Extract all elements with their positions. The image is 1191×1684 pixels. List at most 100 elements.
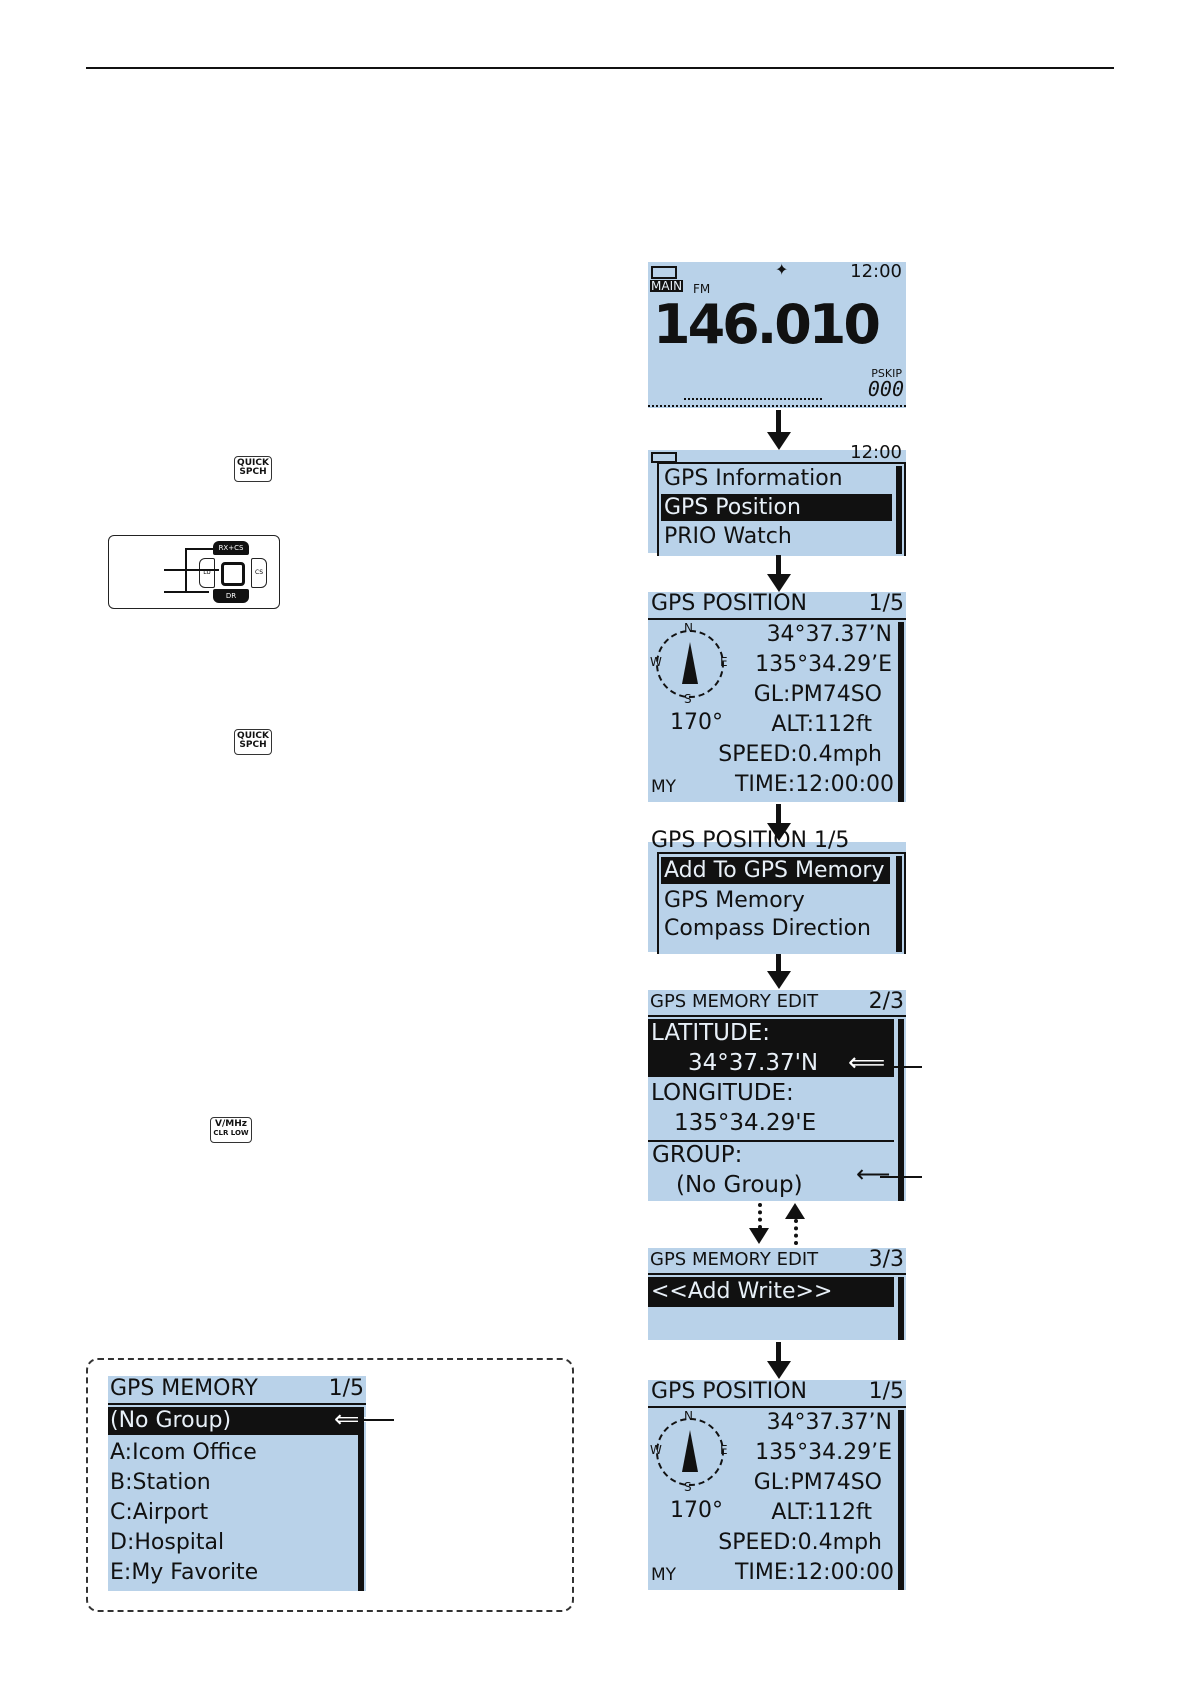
- page-indicator: 1/5: [868, 591, 904, 616]
- memory-item-selected[interactable]: (No Group): [108, 1407, 358, 1435]
- example-box: [86, 1358, 574, 1612]
- flow-arrow: [776, 804, 781, 824]
- menu-item[interactable]: Compass Direction: [664, 916, 872, 941]
- scrollbar[interactable]: [358, 1407, 364, 1591]
- title-rule: [648, 1406, 906, 1408]
- dotted-arrow-head-down: [749, 1228, 769, 1244]
- compass-n: N: [684, 1409, 693, 1423]
- lcd-quick-menu: 12:00 GPS Information GPS Position PRIO …: [648, 444, 906, 556]
- heading: 170°: [670, 1498, 723, 1523]
- flow-arrow-head: [767, 1361, 791, 1379]
- flow-arrow-head: [767, 574, 791, 592]
- lcd-memory-edit-2: GPS MEMORY EDIT 2/3 LATITUDE: 34°37.37'N…: [648, 990, 906, 1201]
- compass-icon: [656, 630, 724, 698]
- battery-icon: [651, 266, 677, 279]
- scrollbar[interactable]: [898, 1019, 904, 1201]
- scrollbar[interactable]: [898, 1277, 904, 1340]
- latitude-field-selected[interactable]: [648, 1019, 894, 1077]
- joystick-right-key: CS: [251, 558, 267, 588]
- screen-title-obscured: GPS POSITION 1/5: [651, 828, 850, 853]
- menu-item-selected[interactable]: GPS Position: [661, 494, 892, 521]
- leader-line: [164, 569, 219, 571]
- menu-item[interactable]: PRIO Watch: [664, 524, 792, 549]
- menu-frame: GPS Information GPS Position PRIO Watch: [657, 462, 906, 556]
- flow-arrow-head: [767, 432, 791, 450]
- joystick-up-key: RX+CS: [213, 541, 249, 555]
- compass-w: W: [650, 1443, 662, 1457]
- lcd-memory-edit-3: GPS MEMORY EDIT 3/3 <<Add Write>>: [648, 1248, 906, 1340]
- pskip-label: PSKIP: [871, 367, 902, 380]
- lcd-bottom-rule: [648, 405, 906, 409]
- longitude: 135°34.29’E: [755, 1440, 892, 1465]
- memory-item[interactable]: E:My Favorite: [110, 1560, 259, 1585]
- callout-arrow-icon: ⟵: [856, 1160, 891, 1188]
- longitude: 135°34.29’E: [755, 652, 892, 677]
- group-value[interactable]: (No Group): [676, 1172, 803, 1198]
- latitude: 34°37.37’N: [766, 1410, 892, 1435]
- flow-arrow-head: [767, 971, 791, 989]
- gps-time: TIME:12:00:00: [734, 1560, 894, 1585]
- longitude-label: LONGITUDE:: [651, 1080, 794, 1106]
- speed: SPEED:0.4mph: [718, 1530, 882, 1555]
- grid-locator: GL:PM74SO: [753, 1470, 882, 1495]
- grid-locator: GL:PM74SO: [753, 682, 882, 707]
- flow-arrow: [776, 1342, 781, 1362]
- clock: 12:00: [850, 442, 902, 463]
- speed: SPEED:0.4mph: [718, 742, 882, 767]
- memory-item[interactable]: D:Hospital: [110, 1530, 225, 1555]
- scrollbar[interactable]: [898, 622, 904, 802]
- joystick-center-key: [221, 562, 245, 586]
- latitude-label: LATITUDE:: [651, 1020, 770, 1046]
- title-rule: [648, 1273, 906, 1275]
- altitude: ALT:112ft: [771, 712, 872, 737]
- latitude: 34°37.37’N: [766, 622, 892, 647]
- menu-item-selected[interactable]: Add To GPS Memory: [661, 857, 890, 884]
- title-rule: [648, 1015, 906, 1017]
- leader-line: [185, 548, 213, 550]
- latitude-value: 34°37.37'N: [688, 1050, 819, 1076]
- compass-icon: [656, 1418, 724, 1486]
- s-meter: [684, 398, 822, 403]
- scrollbar[interactable]: [896, 856, 902, 952]
- leader-line: [164, 591, 209, 593]
- menu-item[interactable]: GPS Information: [664, 466, 843, 491]
- heading: 170°: [670, 710, 723, 735]
- scrollbar[interactable]: [898, 1410, 904, 1590]
- add-write-item[interactable]: <<Add Write>>: [648, 1277, 894, 1307]
- joystick-diagram: RX+CS DR LU CS: [108, 535, 280, 609]
- dotted-arrow-head-up: [785, 1203, 805, 1219]
- mode-label: FM: [693, 282, 711, 296]
- gps-icon: ✦: [775, 260, 789, 279]
- scrollbar[interactable]: [896, 466, 902, 554]
- lcd-position-menu: GPS POSITION 1/5 Add To GPS Memory GPS M…: [648, 830, 906, 954]
- frequency: 146.010: [653, 293, 881, 356]
- lcd-main-frequency: ✦ 12:00 MAIN FM 146.010 PSKIP 000: [648, 262, 906, 408]
- memory-item[interactable]: A:Icom Office: [110, 1440, 257, 1465]
- memory-item[interactable]: B:Station: [110, 1470, 211, 1495]
- page-indicator: 1/5: [868, 1379, 904, 1404]
- lcd-gps-position-final: GPS POSITION 1/5 N S W E 170° 34°37.37’N…: [648, 1380, 906, 1590]
- flow-arrow-head: [767, 823, 791, 841]
- page-indicator: 1/5: [328, 1376, 364, 1401]
- menu-item[interactable]: GPS Memory: [664, 888, 805, 913]
- screen-title: GPS MEMORY: [110, 1376, 258, 1401]
- header-rule: [86, 67, 1114, 69]
- clock: 12:00: [850, 261, 902, 282]
- leader-line: [185, 548, 187, 591]
- compass-s: S: [684, 692, 692, 706]
- lcd-gps-memory-list: GPS MEMORY 1/5 (No Group) ⟸ A:Icom Offic…: [108, 1376, 368, 1591]
- compass-w: W: [650, 655, 662, 669]
- screen-title: GPS MEMORY EDIT: [650, 1249, 819, 1270]
- compass-n: N: [684, 621, 693, 635]
- lcd-gps-position: GPS POSITION 1/5 N S W E 170° 34°37.37’N…: [648, 592, 906, 802]
- dotted-arrow-down: [758, 1203, 762, 1229]
- memory-item[interactable]: C:Airport: [110, 1500, 209, 1525]
- longitude-value[interactable]: 135°34.29'E: [674, 1110, 817, 1136]
- compass-e: E: [720, 1443, 728, 1457]
- screen-title: GPS POSITION: [651, 1379, 808, 1404]
- page-indicator: 2/3: [868, 989, 904, 1014]
- callout-arrow-icon: ⟸: [848, 1048, 886, 1078]
